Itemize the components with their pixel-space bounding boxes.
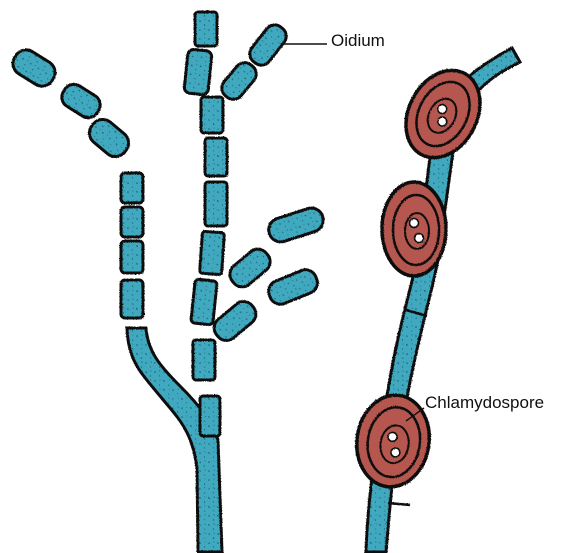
oidium-cell (210, 297, 261, 345)
oidium-cell (85, 115, 134, 162)
oidium-cell (8, 45, 59, 90)
oidium-chains (8, 12, 326, 552)
chlamydospore (382, 182, 446, 276)
oidium-cell (121, 280, 143, 318)
oidium-cell (225, 245, 274, 292)
oidium-cell (184, 49, 212, 95)
oidium-cell (121, 207, 143, 237)
oidium-cell (218, 59, 261, 104)
oidium-cell (266, 205, 327, 245)
oidium-cell (246, 21, 290, 69)
oidium-cell (201, 97, 223, 133)
oidium-cell (191, 279, 217, 325)
chlamydospore-hypha (351, 48, 520, 552)
oidium-cell (200, 396, 220, 436)
oidium-cell (121, 173, 143, 203)
oidium-cell (200, 231, 225, 274)
oidium-cell (58, 80, 105, 122)
chlamydospore-label: Chlamydospore (425, 393, 544, 413)
oidium-cell (265, 267, 320, 308)
oidium-cell (193, 340, 215, 380)
oidium-label: Oidium (331, 31, 385, 51)
oidium-cell (121, 241, 143, 273)
oidium-cell (195, 12, 217, 46)
oidium-cell (205, 182, 227, 226)
oidium-cell (205, 138, 227, 176)
chlamydospore (351, 390, 435, 491)
